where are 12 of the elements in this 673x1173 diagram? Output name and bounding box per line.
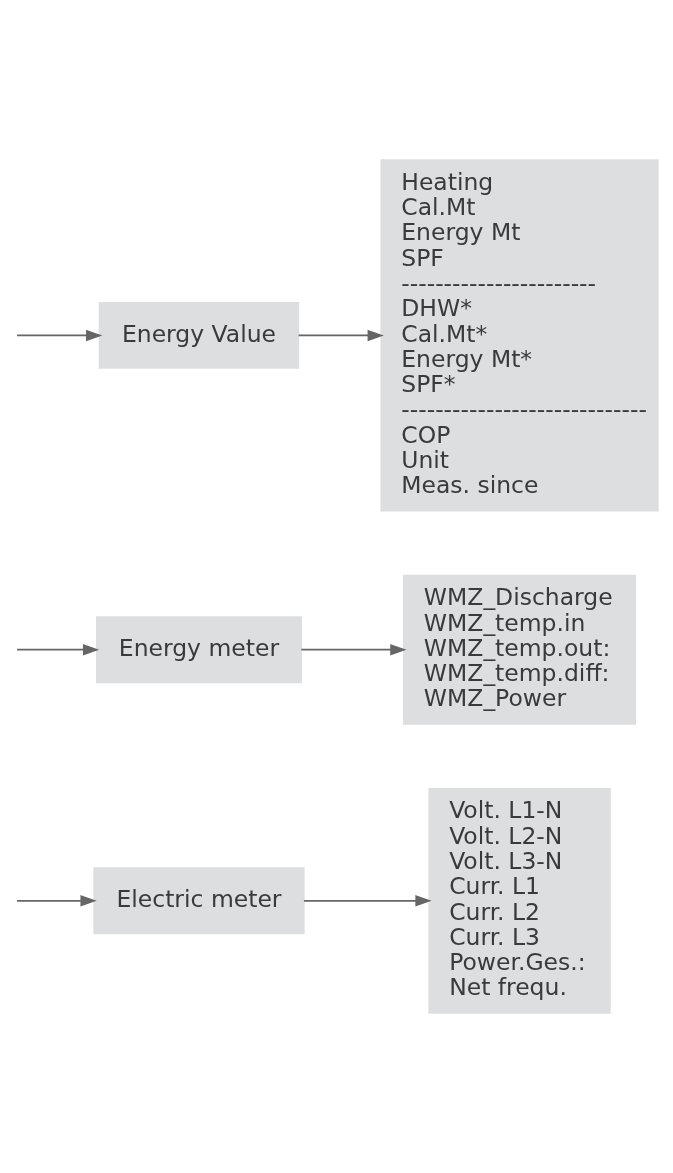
arrow (16, 895, 97, 907)
node-box: Energy Value (98, 302, 300, 369)
arrow (297, 329, 384, 342)
node-box: WMZ_Discharge WMZ_temp.in WMZ_temp.out: WMZ_temp.diff: WMZ_Power (403, 574, 637, 725)
arrow (300, 644, 407, 656)
node-box: Energy meter (96, 616, 302, 684)
node-box: Volt. L1-N Volt. L2-N Volt. L3-N Curr. L1 Curr. L2 Curr. L3 Power.Ges.: Net frequ. (428, 787, 611, 1014)
arrow (16, 329, 103, 342)
node-box: Heating Cal.Mt Energy Mt SPF ----------------------- DHW* Cal.Mt* Energy Mt* SPF* ----------------------------- COP Unit Meas. since (380, 159, 659, 512)
node-box: Electric meter (93, 867, 305, 935)
arrow (16, 644, 100, 656)
arrow (303, 895, 432, 907)
